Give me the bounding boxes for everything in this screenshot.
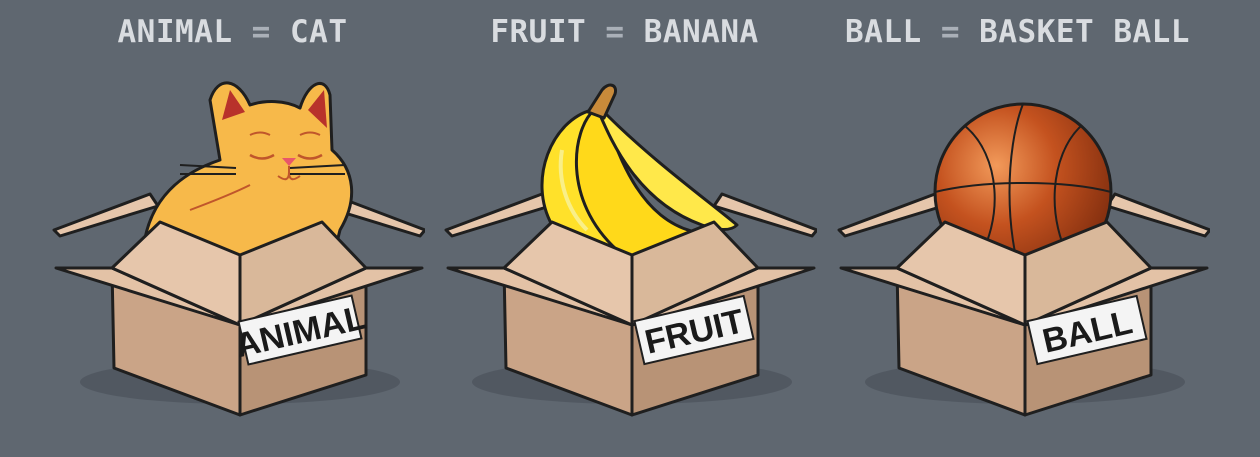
equals-operator: = — [251, 14, 271, 50]
cat-illustration — [143, 81, 354, 272]
variable-value: CAT — [290, 14, 348, 50]
box-illustration-ball: BALL — [837, 102, 1210, 417]
panel-animal: ANIMAL = CAT — [40, 0, 425, 457]
variable-value: BASKET BALL — [979, 14, 1190, 50]
caption-animal: ANIMAL = CAT — [40, 14, 425, 50]
caption-fruit: FRUIT = BANANA — [432, 14, 817, 50]
variable-name: ANIMAL — [117, 14, 233, 50]
equals-operator: = — [605, 14, 625, 50]
box-illustration-animal: ANIMAL — [52, 81, 425, 417]
variable-value: BANANA — [643, 14, 759, 50]
equals-operator: = — [940, 14, 960, 50]
variable-name: FRUIT — [490, 14, 587, 50]
caption-ball: BALL = BASKET BALL — [825, 14, 1210, 50]
variable-name: BALL — [845, 14, 922, 50]
panel-fruit: FRUIT = BANANA FRUIT — [432, 0, 817, 457]
box-illustration-fruit: FRUIT — [444, 83, 817, 417]
panel-ball: BALL = BASKET BALL BAL — [825, 0, 1210, 457]
banana-illustration — [540, 83, 739, 265]
